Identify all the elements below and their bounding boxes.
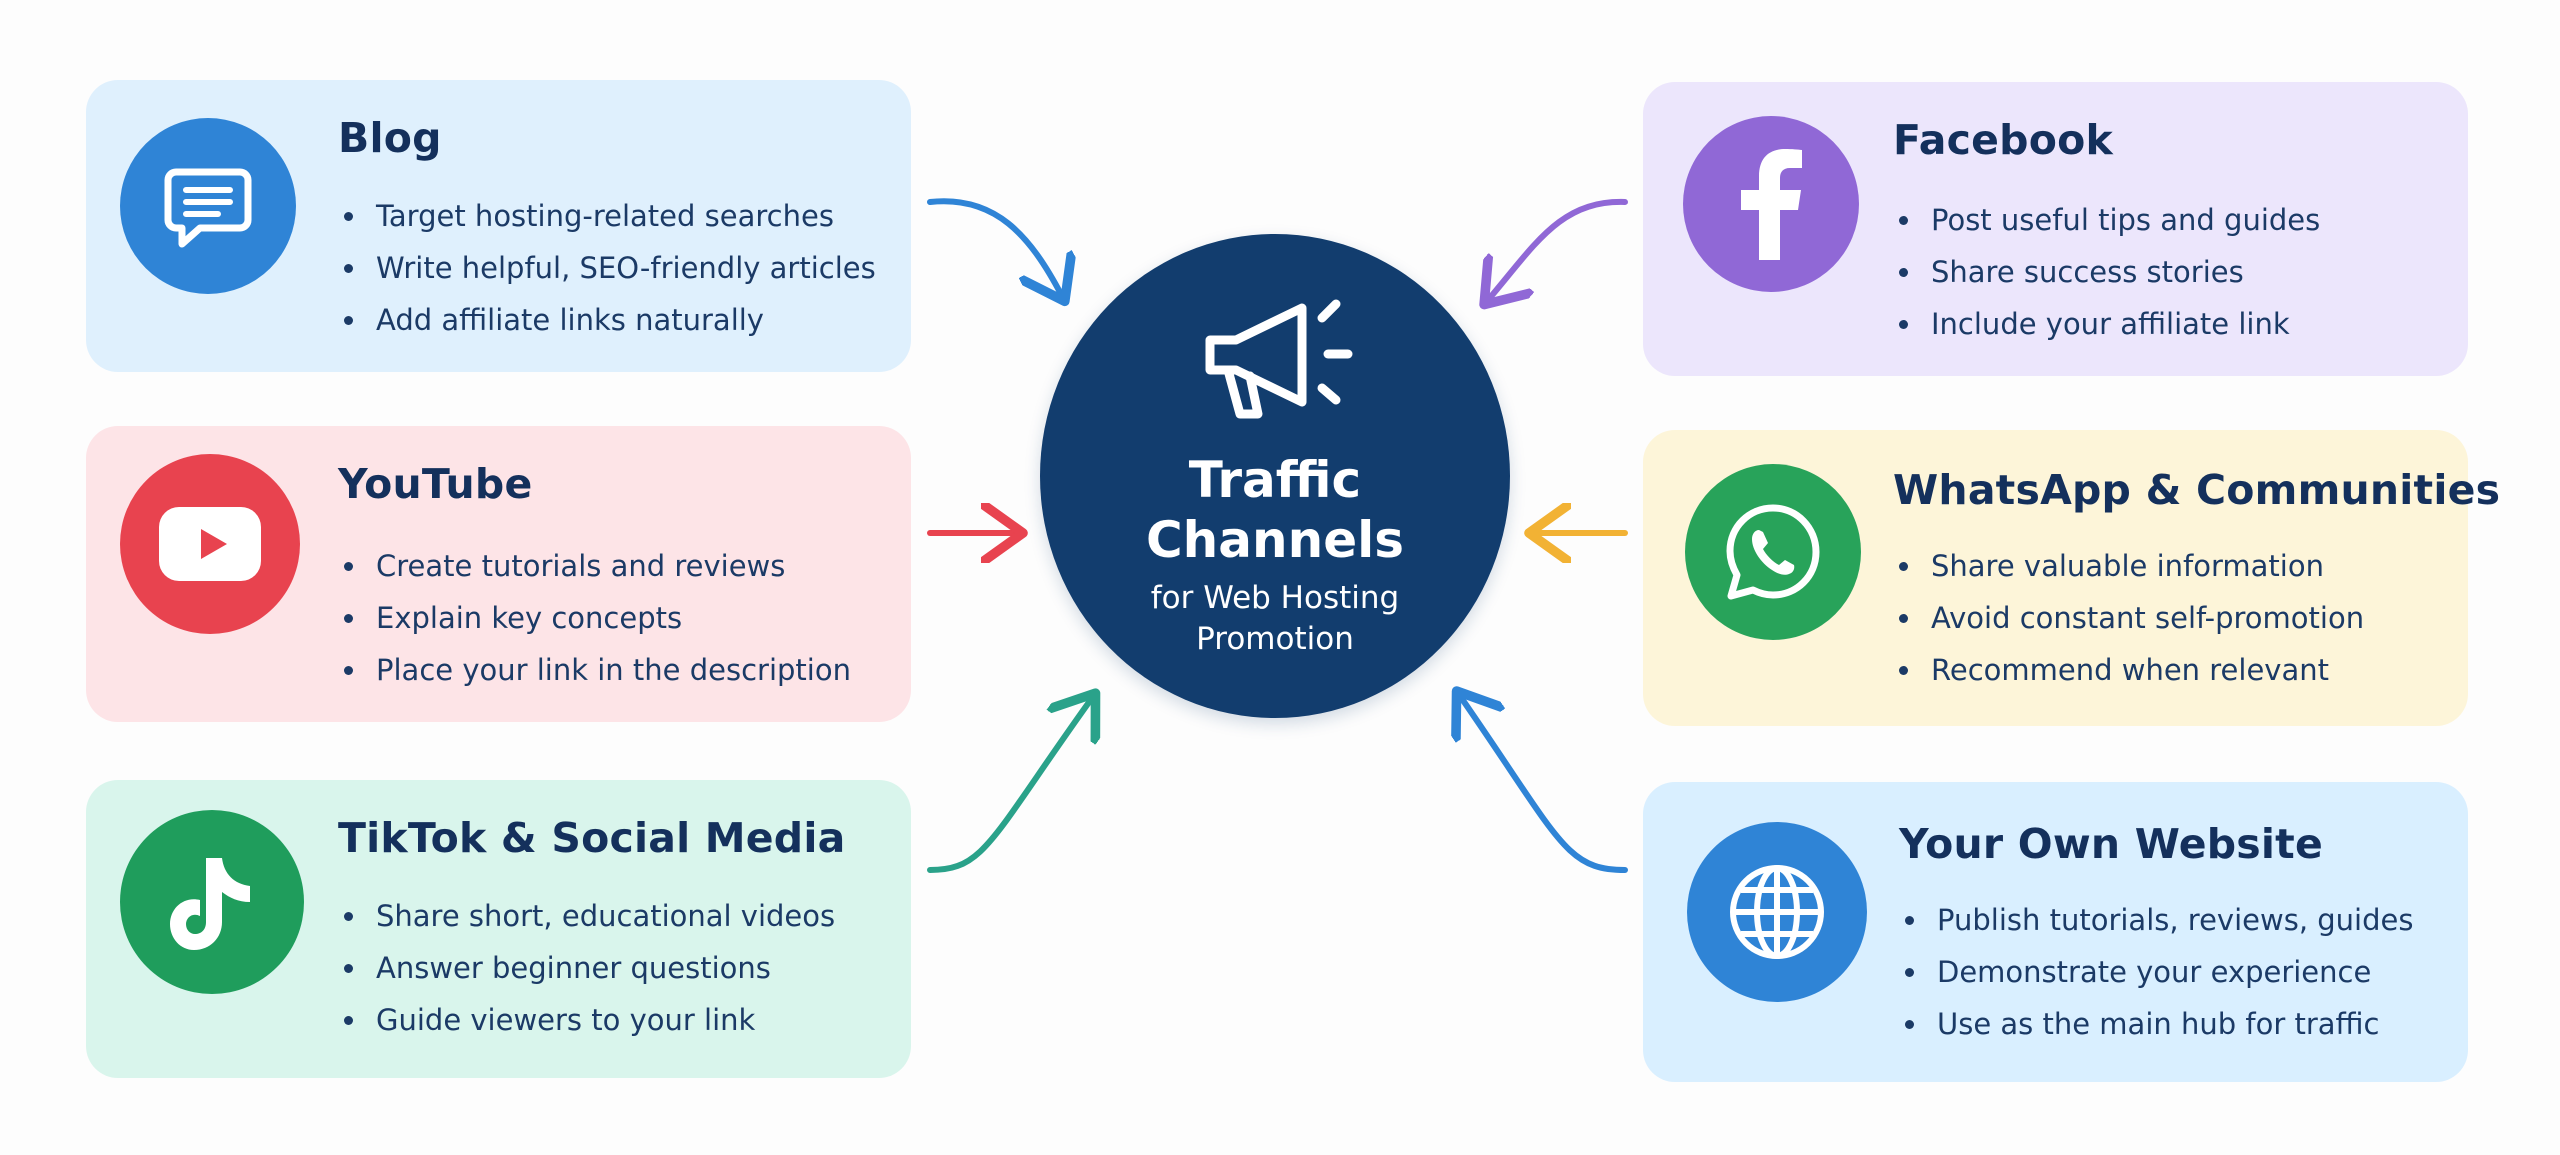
bullet-item: Create tutorials and reviews: [338, 540, 851, 592]
bullet-list: Target hosting-related searches Write he…: [338, 190, 876, 346]
bullet-item: Publish tutorials, reviews, guides: [1899, 894, 2413, 946]
bullet-item: Post useful tips and guides: [1893, 194, 2320, 246]
hub-title: Traffic Channels: [1145, 451, 1405, 569]
bullet-item: Share valuable information: [1893, 540, 2364, 592]
bullet-list: Publish tutorials, reviews, guides Demon…: [1899, 894, 2413, 1050]
youtube-icon-badge: [120, 454, 300, 634]
bullet-item: Avoid constant self-promotion: [1893, 592, 2364, 644]
bullet-item: Share success stories: [1893, 246, 2320, 298]
arrow-tiktok: [927, 698, 1092, 873]
arrow-website: [1460, 696, 1628, 873]
bullet-list: Create tutorials and reviews Explain key…: [338, 540, 851, 696]
card-blog: Blog Target hosting-related searches Wri…: [86, 80, 911, 372]
bullet-item: Target hosting-related searches: [338, 190, 876, 242]
chat-bubble-icon: [164, 168, 252, 248]
website-icon-badge: [1687, 822, 1867, 1002]
whatsapp-phone-icon: [1726, 504, 1820, 600]
card-website: Your Own Website Publish tutorials, revi…: [1643, 782, 2468, 1082]
card-youtube: YouTube Create tutorials and reviews Exp…: [86, 426, 911, 722]
card-title: TikTok & Social Media: [338, 814, 846, 862]
card-title: Blog: [338, 114, 442, 162]
arrow-blog: [927, 198, 1062, 296]
whatsapp-icon-badge: [1685, 464, 1861, 640]
card-title: Facebook: [1893, 116, 2113, 164]
bullet-item: Demonstrate your experience: [1899, 946, 2413, 998]
bullet-item: Use as the main hub for traffic: [1899, 998, 2413, 1050]
tiktok-icon-badge: [120, 810, 304, 994]
card-title: YouTube: [338, 460, 533, 508]
bullet-item: Explain key concepts: [338, 592, 851, 644]
bullet-item: Write helpful, SEO-friendly articles: [338, 242, 876, 294]
globe-icon: [1730, 865, 1824, 959]
card-tiktok: TikTok & Social Media Share short, educa…: [86, 780, 911, 1078]
tiktok-note-icon: [170, 858, 250, 950]
bullet-item: Add affiliate links naturally: [338, 294, 876, 346]
card-title: Your Own Website: [1899, 820, 2323, 868]
facebook-icon-badge: [1683, 116, 1859, 292]
bullet-item: Include your affiliate link: [1893, 298, 2320, 350]
card-title: WhatsApp & Communities: [1893, 466, 2501, 514]
facebook-f-icon: [1741, 149, 1802, 260]
card-whatsapp: WhatsApp & Communities Share valuable in…: [1643, 430, 2500, 726]
bullet-item: Place your link in the description: [338, 644, 851, 696]
megaphone-icon: [1205, 299, 1353, 419]
hub-subtitle: for Web Hosting Promotion: [1150, 580, 1400, 657]
bullet-list: Share short, educational videos Answer b…: [338, 890, 835, 1046]
bullet-item: Guide viewers to your link: [338, 994, 835, 1046]
bullet-item: Answer beginner questions: [338, 942, 835, 994]
bullet-item: Share short, educational videos: [338, 890, 835, 942]
traffic-channels-hub: Traffic Channels for Web Hosting Promoti…: [1040, 234, 1510, 718]
bullet-list: Post useful tips and guides Share succes…: [1893, 194, 2320, 350]
bullet-list: Share valuable information Avoid constan…: [1893, 540, 2364, 696]
arrow-facebook: [1488, 198, 1628, 300]
bullet-item: Recommend when relevant: [1893, 644, 2364, 696]
blog-icon-badge: [120, 118, 296, 294]
play-button-icon: [159, 507, 261, 581]
card-facebook: Facebook Post useful tips and guides Sha…: [1643, 82, 2468, 376]
